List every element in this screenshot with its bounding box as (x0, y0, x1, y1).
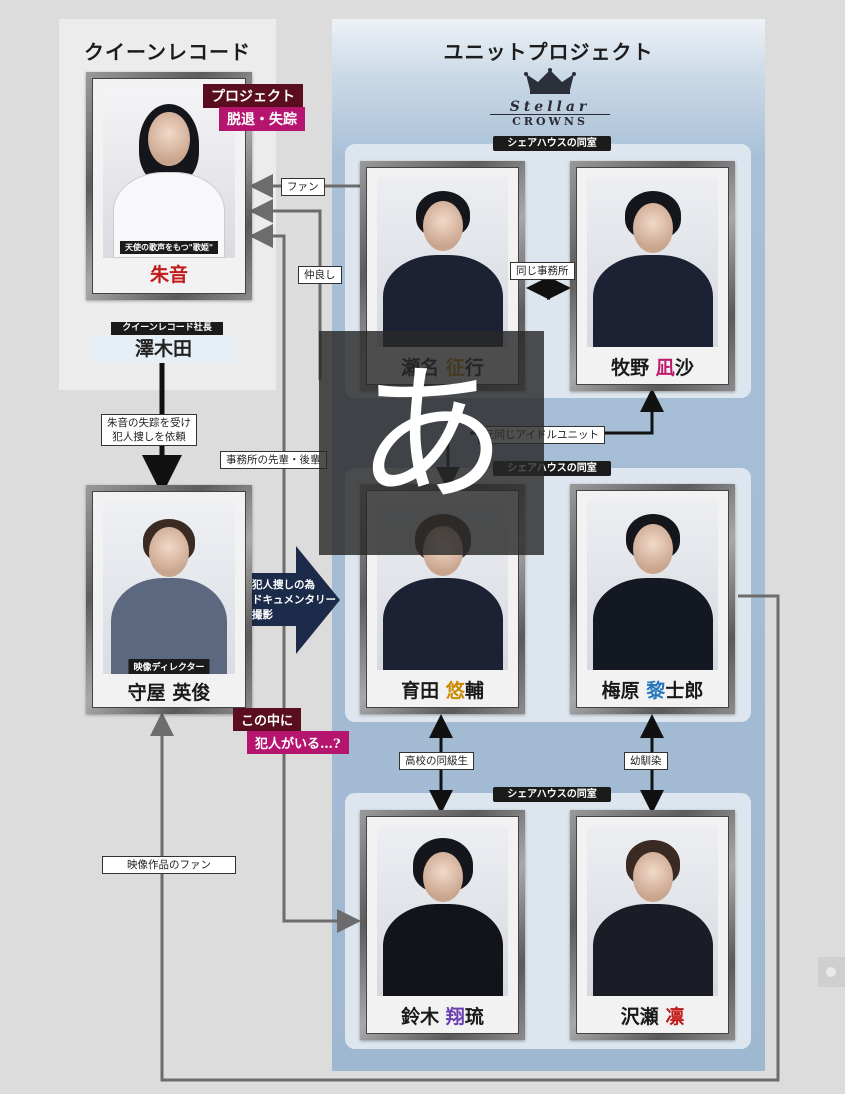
group-label-top: シェアハウスの同室 (493, 136, 611, 151)
line-video-fan (150, 594, 780, 1082)
portrait-suzuki[interactable]: 鈴木 翔琉 (360, 810, 525, 1040)
photo-akane: 天使の歌声をもつ"歌姫" (103, 88, 235, 258)
portrait-akane[interactable]: 天使の歌声をもつ"歌姫" 朱音 (86, 72, 252, 300)
group-label-bottom: シェアハウスの同室 (493, 787, 611, 802)
photo-makino (587, 177, 718, 347)
label-classmates: 高校の同級生 (399, 752, 474, 770)
stellar-crowns-logo: Stellar CROWNS (490, 66, 610, 128)
name-moriya: 守屋 英俊 (127, 682, 211, 704)
name-sawase: 沢瀬 凛 (620, 1006, 685, 1028)
label-childhood: 幼馴染 (624, 752, 668, 770)
logo-line2: CROWNS (490, 114, 610, 128)
logo-line1: Stellar (509, 99, 591, 115)
portrait-makino[interactable]: 牧野 凪沙 (570, 161, 735, 391)
photo-suzuki (377, 826, 508, 996)
label-office-senior-junior: 事務所の先輩・後輩 (220, 451, 327, 469)
moriya-caption: 映像ディレクター (128, 659, 210, 674)
label-same-office: 同じ事務所 (510, 262, 575, 280)
badge-project: プロジェクト (203, 84, 303, 108)
line-nakayoshi (249, 199, 322, 380)
portrait-moriya[interactable]: 映像ディレクター 守屋 英俊 (86, 485, 252, 714)
portrait-umehara[interactable]: 梅原 黎士郎 (570, 484, 735, 714)
side-scroll-button[interactable] (818, 957, 845, 987)
name-makino: 牧野 凪沙 (611, 357, 694, 379)
photo-sawase (587, 826, 718, 996)
label-nakayoshi: 仲良し (298, 266, 342, 284)
label-request: 朱音の失踪を受け犯人捜しを依頼 (101, 414, 197, 446)
photo-moriya: 映像ディレクター (103, 501, 235, 674)
sawakida-title: クイーンレコード社長 (111, 322, 223, 335)
label-culprit-1: この中に (233, 708, 302, 731)
name-ikuta: 育田 悠輔 (401, 680, 484, 702)
documentary-arrow (249, 546, 340, 654)
label-documentary: 犯人捜しの為ドキュメンタリー撮影 (252, 579, 336, 621)
left-heading: クイーンレコード (84, 40, 251, 64)
name-suzuki: 鈴木 翔琉 (401, 1006, 484, 1028)
name-sawakida: 澤木田 (92, 335, 235, 363)
name-umehara: 梅原 黎士郎 (601, 680, 704, 702)
label-culprit-2: 犯人がいる…? (247, 731, 349, 754)
portrait-sawase[interactable]: 沢瀬 凛 (570, 810, 735, 1040)
name-akane: 朱音 (149, 264, 188, 286)
ime-indicator-overlay: あ (319, 331, 544, 555)
photo-umehara (587, 500, 718, 670)
right-heading: ユニットプロジェクト (443, 40, 654, 64)
label-fan: ファン (281, 178, 325, 196)
dot-icon (826, 967, 836, 977)
crown-icon (524, 68, 576, 94)
label-video-fan: 映像作品のファン (102, 856, 236, 874)
akane-subtitle: 天使の歌声をもつ"歌姫" (119, 241, 219, 254)
badge-leave: 脱退・失踪 (219, 107, 305, 131)
photo-sena (377, 177, 508, 347)
